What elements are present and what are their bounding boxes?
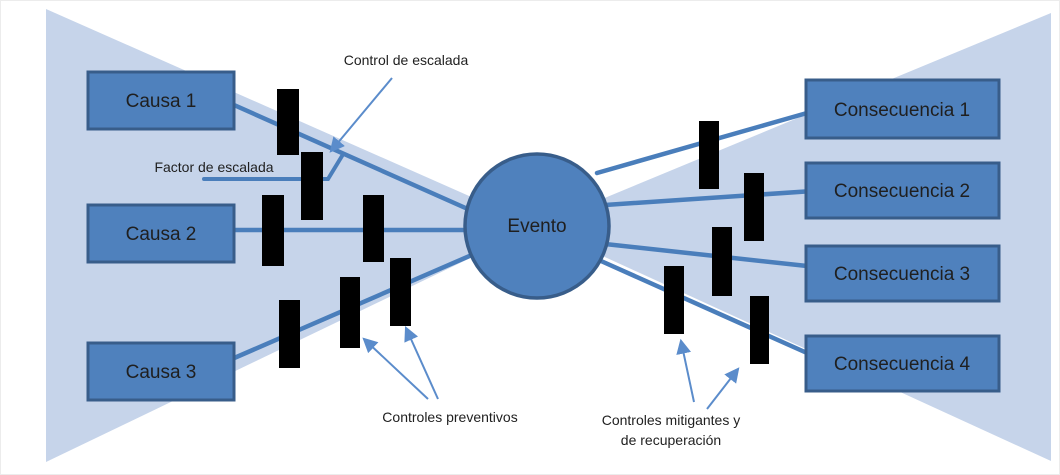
barrier-consequence1-1: [699, 121, 719, 189]
cause-label-3: Causa 3: [126, 362, 197, 383]
preventive-controls-arrow-2: [404, 325, 439, 400]
connector-cause1-event: [222, 98, 482, 217]
preventive-controls-label: Controles preventivos: [382, 409, 517, 425]
connector-event-consequence4: [598, 258, 810, 356]
event-node: Evento: [463, 152, 611, 300]
cause-node-3: Causa 3: [86, 341, 236, 402]
escalation-factor-label: Factor de escalada: [154, 159, 273, 175]
mitigating-controls-arrow-2: [706, 367, 740, 410]
cause-box-1: [86, 70, 236, 131]
cause-node-2: Causa 2: [86, 203, 236, 264]
consequence-node-1: Consecuencia 1: [804, 78, 1001, 140]
connector-event-consequence3: [602, 241, 810, 269]
mitigating-controls-label-line1: Controles mitigantes y: [602, 412, 741, 428]
consequence-box-4: [804, 334, 1001, 393]
barrier-cause3-2: [340, 277, 360, 348]
preventive-controls-arrow-1: [362, 337, 429, 400]
barrier-consequence4-1: [664, 266, 684, 334]
barrier-cause2-1: [262, 195, 284, 266]
consequence-label-4: Consecuencia 4: [834, 354, 971, 375]
consequence-label-3: Consecuencia 3: [834, 264, 970, 285]
connector-escalation-factor: [202, 154, 344, 181]
mitigating-controls-arrow-1: [676, 338, 695, 403]
cause-node-1: Causa 1: [86, 70, 236, 131]
consequence-label-2: Consecuencia 2: [834, 181, 970, 202]
cause-label-2: Causa 2: [126, 224, 197, 245]
barrier-consequence2-1: [744, 173, 764, 241]
barrier-escalation-control: [301, 152, 323, 220]
consequence-box-2: [804, 161, 1001, 220]
barrier-cause1-1: [277, 89, 299, 155]
consequence-node-4: Consecuencia 4: [804, 334, 1001, 393]
event-circle: [463, 152, 611, 300]
consequence-box-1: [804, 78, 1001, 140]
connector-event-consequence2: [602, 188, 816, 208]
consequence-node-2: Consecuencia 2: [804, 161, 1001, 220]
cause-box-2: [86, 203, 236, 264]
escalation-control-arrow: [329, 77, 393, 153]
barrier-cause2-2: [363, 195, 384, 262]
barrier-consequence3-1: [712, 227, 732, 296]
consequence-node-3: Consecuencia 3: [804, 244, 1001, 303]
consequence-label-1: Consecuencia 1: [834, 100, 970, 121]
escalation-control-label: Control de escalada: [344, 52, 469, 68]
cause-label-1: Causa 1: [126, 91, 197, 112]
event-label: Evento: [507, 216, 566, 237]
cause-box-3: [86, 341, 236, 402]
consequence-box-3: [804, 244, 1001, 303]
mitigating-controls-label-line2: de recuperación: [621, 432, 721, 448]
barrier-cause3-3: [390, 258, 411, 326]
barrier-cause3-1: [279, 300, 300, 368]
barrier-consequence4-2: [750, 296, 769, 364]
